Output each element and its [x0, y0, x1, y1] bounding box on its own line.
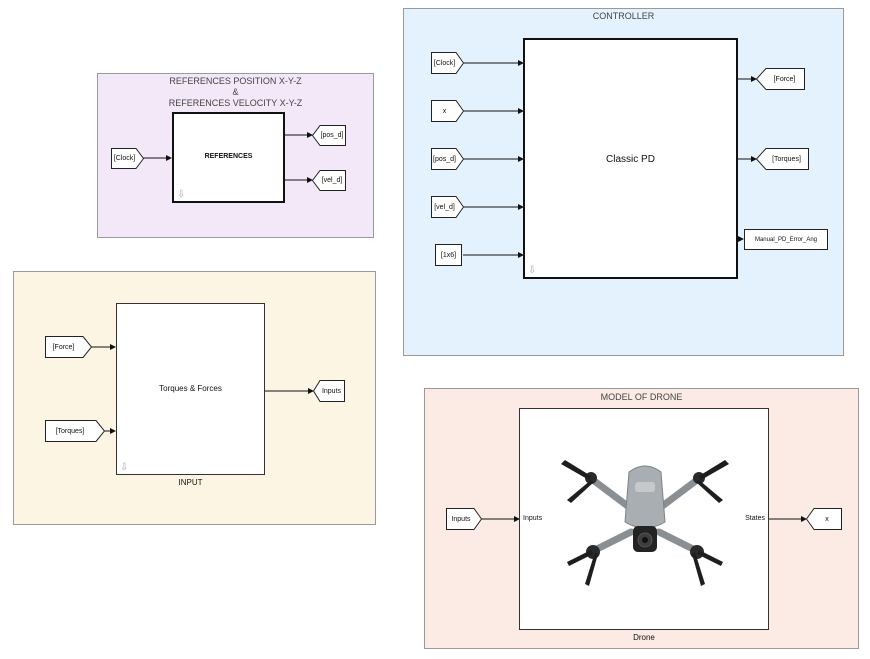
- ref-clock-tag[interactable]: [Clock]: [111, 148, 144, 169]
- ctrl-clock-tag-label: [Clock]: [433, 59, 456, 67]
- torques-forces-block-label: Torques & Forces: [159, 384, 222, 393]
- input-torques-tag-label: [Torques]: [55, 427, 85, 435]
- torques-goto-tag[interactable]: [Torques]: [756, 148, 809, 170]
- model-area-title: MODEL OF DRONE: [600, 392, 683, 402]
- down-arrow-icon: ⇩: [528, 265, 537, 276]
- vel-d-goto-tag-label: [vel_d]: [321, 177, 343, 184]
- references-block-label: REFERENCES: [204, 153, 253, 160]
- ctrl-x-tag-label: x: [442, 107, 447, 115]
- drone-block-caption: Drone: [633, 633, 655, 642]
- references-area: REFERENCES POSITION X-Y-Z & REFERENCES V…: [97, 73, 374, 238]
- down-arrow-icon: ⇩: [120, 462, 129, 473]
- torques-goto-tag-label: [Torques]: [772, 155, 801, 163]
- input-block-caption: INPUT: [178, 478, 203, 487]
- drone-inputs-port-label: Inputs: [523, 515, 543, 522]
- force-goto-tag-label: [Force]: [773, 75, 796, 83]
- x-goto-tag[interactable]: x: [806, 508, 842, 530]
- inputs-goto-tag-label: Inputs: [321, 387, 342, 395]
- pos-d-goto-tag[interactable]: [pos_d]: [312, 125, 346, 146]
- error-workspace-label: Manual_PD_Error_Ang: [754, 236, 818, 243]
- ctrl-pos-d-tag[interactable]: [pos_d]: [431, 148, 464, 170]
- error-workspace-block[interactable]: Manual_PD_Error_Ang: [744, 229, 828, 250]
- force-goto-tag[interactable]: [Force]: [756, 68, 805, 90]
- ctrl-vel-d-tag-label: [vel_d]: [434, 203, 455, 211]
- x-goto-tag-label: x: [825, 515, 829, 523]
- torques-forces-block[interactable]: Torques & Forces ⇩: [116, 303, 265, 475]
- references-area-title-3: REFERENCES VELOCITY X-Y-Z: [168, 98, 303, 108]
- controller-area-title: CONTROLLER: [592, 11, 655, 21]
- pos-d-goto-tag-label: [pos_d]: [320, 132, 344, 139]
- drone-inputs-from-tag-label: Inputs: [451, 515, 471, 523]
- quadcopter-drone-icon: [561, 460, 729, 586]
- references-area-title-2: &: [232, 87, 239, 97]
- ctrl-x-tag[interactable]: x: [431, 100, 464, 122]
- references-area-title-1: REFERENCES POSITION X-Y-Z: [169, 76, 302, 86]
- vel-d-goto-tag[interactable]: [vel_d]: [312, 170, 346, 191]
- ctrl-vel-d-tag[interactable]: [vel_d]: [431, 196, 464, 218]
- drone-inputs-from-tag[interactable]: Inputs: [446, 508, 482, 530]
- input-force-tag[interactable]: [Force]: [45, 336, 92, 358]
- input-torques-tag[interactable]: [Torques]: [45, 420, 105, 442]
- ctrl-clock-tag[interactable]: [Clock]: [431, 52, 464, 74]
- drone-block[interactable]: Inputs States: [519, 408, 769, 630]
- classic-pd-block-label: Classic PD: [606, 154, 655, 165]
- ctrl-pos-d-tag-label: [pos_d]: [433, 155, 456, 163]
- classic-pd-block[interactable]: Classic PD ⇩: [523, 38, 738, 279]
- references-block[interactable]: REFERENCES ⇩: [172, 112, 285, 203]
- ref-clock-tag-label: [Clock]: [113, 155, 136, 162]
- drone-states-port-label: States: [745, 515, 765, 522]
- input-force-tag-label: [Force]: [52, 343, 75, 351]
- ctrl-constant-label: [1x6]: [440, 251, 457, 259]
- ctrl-constant-block[interactable]: [1x6]: [435, 244, 462, 266]
- inputs-goto-tag[interactable]: Inputs: [313, 380, 345, 402]
- down-arrow-icon: ⇩: [177, 189, 186, 200]
